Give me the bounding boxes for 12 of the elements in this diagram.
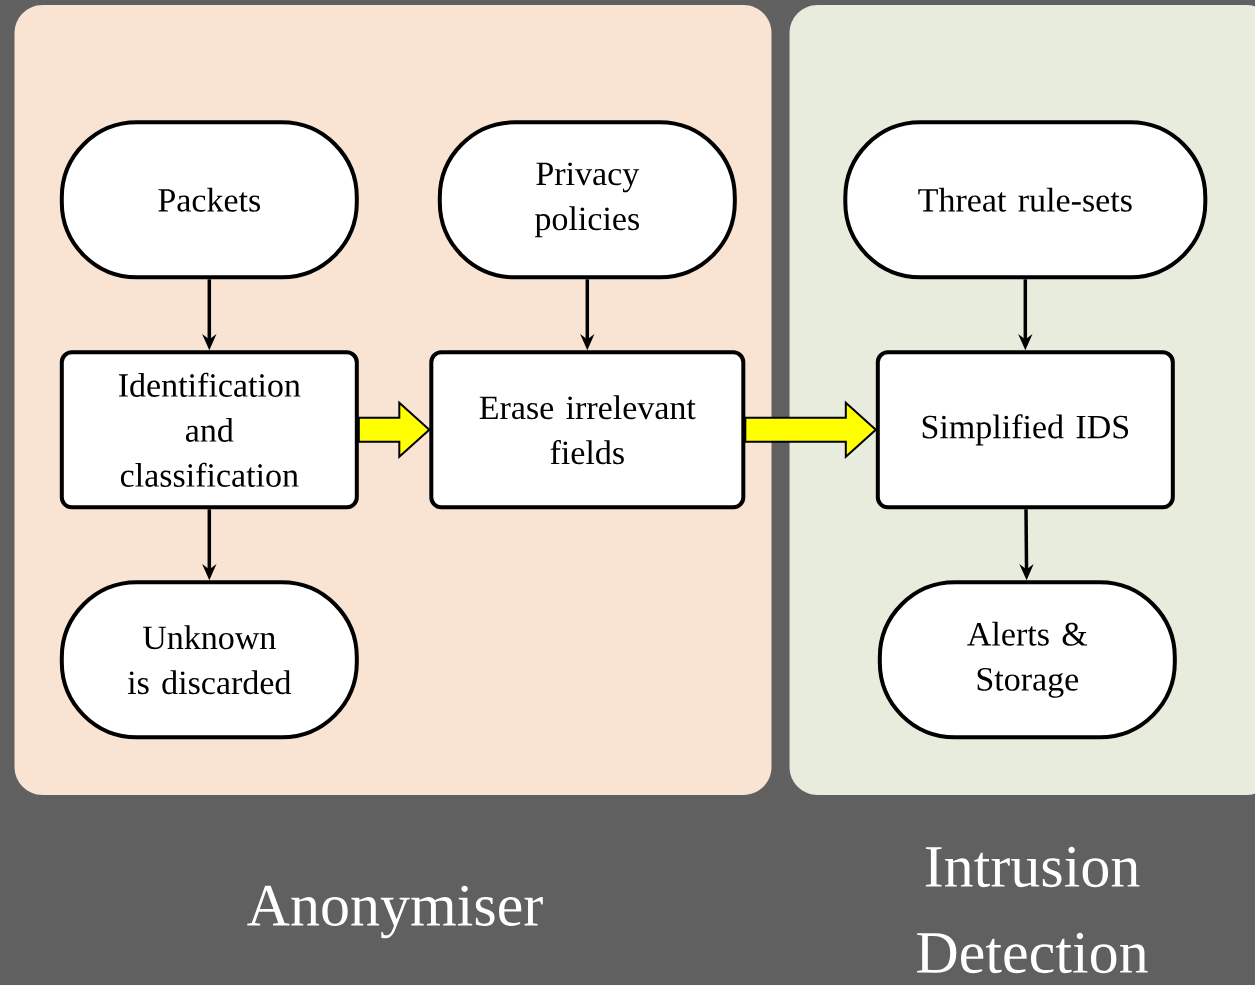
block-arrow xyxy=(357,400,431,460)
panel-title: Intrusion Detection xyxy=(917,846,1148,974)
terminal-pill: Packets xyxy=(59,120,359,280)
process-box: Identification and classification xyxy=(59,350,359,510)
terminal-pill: Unknown is discarded xyxy=(59,580,359,740)
panel-title: Anonymiser xyxy=(247,885,543,939)
process-box: Erase irrelevant fields xyxy=(429,350,746,510)
terminal-pill: Alerts & Storage xyxy=(877,580,1177,740)
process-box: Simplified IDS xyxy=(875,350,1175,510)
terminal-pill: Privacy policies xyxy=(437,120,737,280)
terminal-pill: Threat rule-sets xyxy=(843,120,1208,280)
block-arrow xyxy=(744,400,878,460)
